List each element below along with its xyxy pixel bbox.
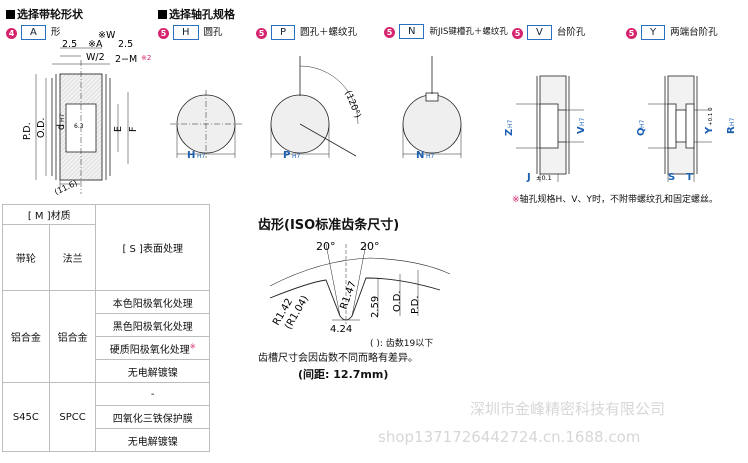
dim-p-sub: H7 (292, 153, 301, 160)
dim-p: P (283, 150, 290, 161)
step-5-icon: 5 (384, 27, 395, 38)
bore-select-title: 选择轴孔规格 (158, 6, 235, 22)
height-2-59: 2.59 (370, 296, 381, 318)
dim-d: d (56, 124, 67, 130)
dim-n: N (416, 150, 424, 161)
group2-flange: SPCC (48, 382, 97, 452)
dim-t: T (686, 172, 693, 183)
label-pd: P.D. (410, 295, 421, 314)
technical-drawings: ※W ※A 2.5 2.5 W/2 2−M ※2 P.D. O.D. d H7 … (22, 30, 737, 197)
note-mark-2: ※2 (141, 54, 151, 62)
dim-2-5-left: 2.5 (62, 39, 77, 50)
bore-p-drawing (270, 56, 359, 158)
bore-h-drawing (170, 90, 242, 158)
treatment-row: 无电解镀镍 (95, 428, 210, 452)
treatment-row: 四氧化三铁保护膜 (95, 405, 210, 429)
dim-w-half: W/2 (86, 52, 105, 63)
dim-y: Y (704, 126, 715, 135)
surface-header: [ S ]表面处理 (95, 204, 210, 291)
dim-m: 2−M (115, 54, 137, 65)
dim-h: H (187, 150, 195, 161)
group2-pulley: S45C (2, 382, 50, 452)
dim-v: V (576, 126, 587, 134)
angle-20-left: 20° (316, 240, 336, 253)
dim-j: J (526, 172, 531, 183)
dim-r: R (726, 126, 737, 134)
tooth-profile-drawing: 20° 20° R1.42 (R1.04) R1.47 2.59 O.D. P.… (269, 240, 451, 335)
dim-a: ※A (88, 39, 103, 50)
dim-s: S (668, 172, 675, 183)
bore-v-drawing (516, 75, 584, 182)
dim-h-sub: H7 (197, 153, 206, 160)
dim-z: Z (504, 129, 515, 136)
flange-header: 法兰 (48, 224, 97, 291)
tooth-note-1: ( ): 齿数19以下 (370, 339, 434, 349)
dim-2-5-right: 2.5 (118, 39, 133, 50)
dim-angle-120: (120°) (342, 89, 362, 119)
tooth-pitch: (间距: 12.7mm) (298, 368, 389, 381)
dim-n-sub: H7 (426, 153, 435, 160)
step-5-icon: 5 (256, 28, 267, 39)
shape-select-title: 选择带轮形状 (6, 6, 83, 22)
dim-od: O.D. (36, 118, 47, 138)
tooth-note-2: 齿槽尺寸会因齿数不同而略有差异。 (258, 353, 418, 364)
group1-pulley: 铝合金 (2, 290, 50, 383)
watermark-company: 深圳市金峰精密科技有限公司 (470, 400, 666, 418)
bore-n-drawing (402, 56, 462, 158)
bore-note: ※轴孔规格H、V、Y时，不附带螺纹孔和固定螺丝。 (512, 195, 718, 205)
step-5-icon: 5 (158, 28, 169, 39)
dim-w: ※W (98, 30, 116, 41)
tooth-title: 齿形(ISO标准齿条尺寸) (258, 218, 400, 233)
pulley-header: 带轮 (2, 224, 50, 291)
watermark-site: shop1371726442724.cn.1688.com (378, 428, 641, 446)
dim-pd: P.D. (22, 122, 33, 140)
step-4-icon: 4 (6, 28, 17, 39)
label-od: O.D. (392, 290, 403, 312)
treatment-row: 硬质阳极氧化处理※ (95, 336, 210, 360)
material-table: [ M ]材质 [ S ]表面处理 带轮 法兰 铝合金 铝合金 本色阳极氧化处理… (1, 204, 210, 452)
dim-j-tol: ±0.1 (536, 174, 552, 182)
flat-note: 6.3 (74, 123, 84, 130)
step-5-icon: 5 (512, 28, 523, 39)
treatment-row: 本色阳极氧化处理 (95, 290, 210, 314)
dim-11-6: (11.6) (53, 178, 79, 196)
treatment-row: 无电解镀镍 (95, 359, 210, 383)
bore-y-drawing (648, 75, 712, 182)
angle-20-right: 20° (360, 240, 380, 253)
material-header: [ M ]材质 (1, 204, 97, 225)
treatment-row: 黑色阳极氧化处理 (95, 313, 210, 337)
star-mark-icon: ※ (189, 342, 196, 351)
width-4-24: 4.24 (330, 324, 352, 335)
dim-z-sub: H7 (507, 119, 514, 128)
treatment-row: - (95, 382, 210, 406)
dim-r-sub: H7 (729, 117, 736, 126)
dim-e: E (113, 126, 124, 132)
dim-f: F (128, 127, 139, 132)
dim-q-sub: H7 (639, 119, 646, 128)
pulley-a-drawing (35, 47, 129, 194)
dim-q: Q (636, 127, 647, 136)
dim-v-sub: H7 (579, 117, 586, 126)
step-5-icon: 5 (626, 28, 637, 39)
note-mark-icon: ※ (512, 195, 520, 205)
group1-flange: 铝合金 (48, 290, 97, 383)
dim-d-sub: H7 (59, 113, 66, 122)
dim-y-tol: +0.1 0 (708, 107, 714, 126)
